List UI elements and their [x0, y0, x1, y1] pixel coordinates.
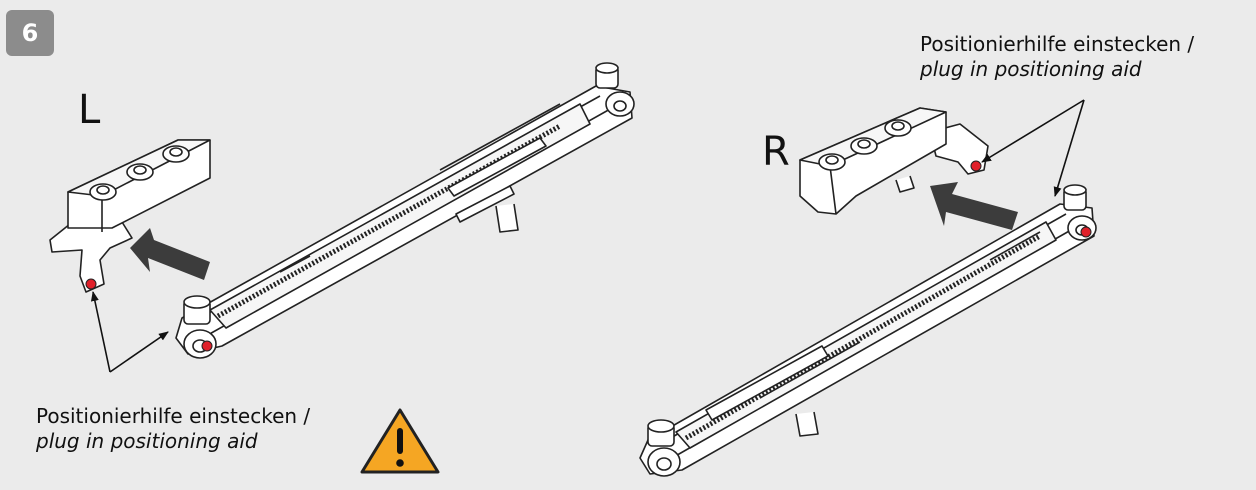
- right-caption-german: Positionierhilfe einstecken /: [920, 32, 1195, 56]
- left-pointer-arrows: [90, 291, 169, 373]
- right-mounting-block: [799, 107, 989, 215]
- right-caption: Positionierhilfe einstecken / plug in po…: [920, 32, 1194, 82]
- right-rail-positioning-aid: [1080, 226, 1092, 238]
- left-damper-rail: [175, 62, 635, 359]
- step-number-badge: 6: [6, 10, 54, 56]
- right-pointer-arrows: [981, 99, 1085, 197]
- left-caption-german: Positionierhilfe einstecken /: [36, 404, 311, 428]
- left-insert-arrow-icon: [130, 228, 210, 280]
- right-side-label: R: [762, 129, 790, 175]
- left-caption-english: plug in positioning aid: [36, 429, 258, 453]
- left-mounting-block: [49, 139, 211, 293]
- right-block-positioning-aid: [970, 160, 982, 172]
- right-caption-english: plug in positioning aid: [920, 57, 1142, 81]
- left-side-label: L: [78, 87, 101, 133]
- left-rail-positioning-aid: [201, 340, 213, 352]
- warning-triangle-icon: [360, 408, 440, 474]
- left-caption: Positionierhilfe einstecken / plug in po…: [36, 404, 310, 454]
- right-insert-arrow-icon: [930, 182, 1018, 230]
- left-block-positioning-aid: [85, 278, 97, 290]
- right-damper-rail: [639, 184, 1097, 477]
